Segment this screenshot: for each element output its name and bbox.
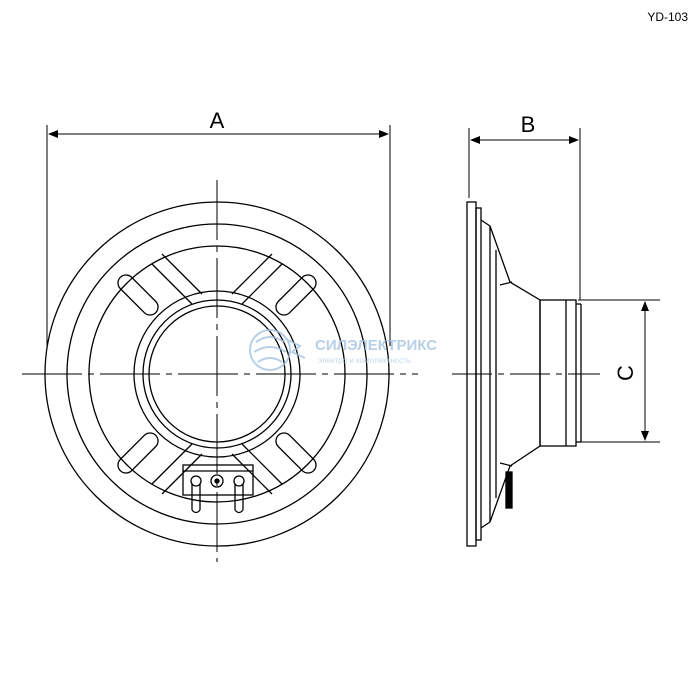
dimension-c — [578, 299, 660, 443]
side-terminal — [505, 471, 513, 509]
vent-slot — [117, 432, 159, 474]
watermark-tagline: электро и комплектность — [318, 356, 411, 365]
basket-spokes — [151, 253, 283, 495]
watermark-brand: СИЛЭЛЕКТРИКС — [315, 337, 437, 354]
vent-slots — [117, 274, 317, 474]
dimension-a — [46, 125, 391, 346]
terminal-pin — [233, 475, 245, 487]
dimension-a-label: A — [210, 108, 225, 133]
watermark-logo-icon — [249, 329, 291, 371]
vent-slot — [117, 274, 159, 316]
dimension-c-label: C — [613, 365, 638, 381]
terminal-pin — [190, 475, 202, 487]
dimension-b-label: B — [521, 112, 536, 137]
center-rivet — [210, 474, 224, 488]
terminal-block — [182, 464, 254, 514]
vent-slot — [275, 274, 317, 316]
model-label: YD-103 — [647, 10, 688, 24]
magnet-block — [539, 299, 577, 447]
dimension-b — [468, 128, 581, 300]
watermark: СИЛЭЛЕКТРИКС электро и комплектность — [249, 329, 437, 371]
vent-slot — [275, 432, 317, 474]
front-centerlines — [22, 180, 418, 562]
